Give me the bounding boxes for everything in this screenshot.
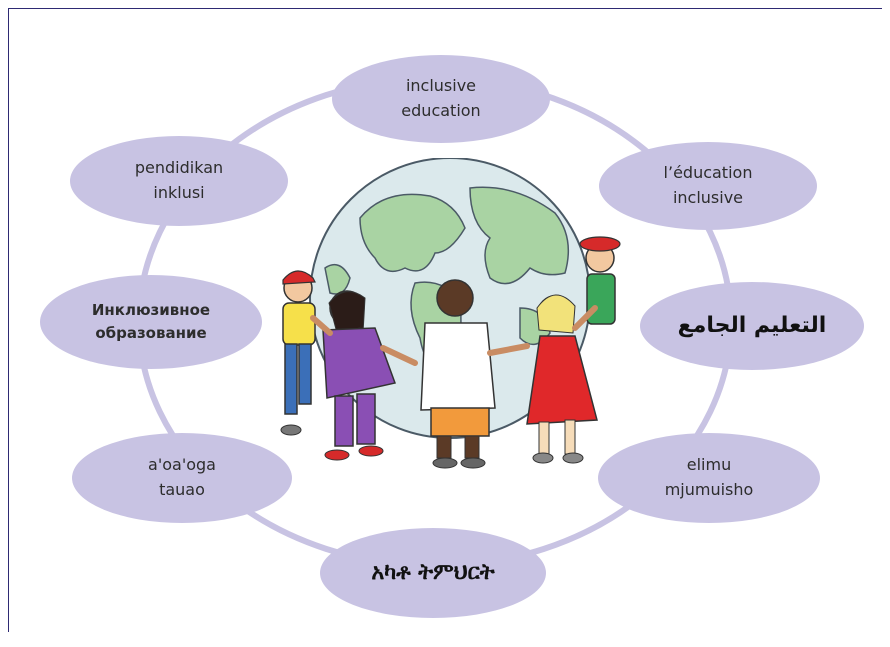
term-english: inclusive education xyxy=(332,55,550,143)
child-red-hat xyxy=(579,236,621,325)
term-french: l’éducation inclusive xyxy=(599,142,817,230)
child-yellow-shirt xyxy=(280,270,316,436)
term-russian: Инклюзивное образование xyxy=(40,275,262,369)
child-red-dress xyxy=(526,294,598,464)
term-samoan: a'oa'oga tauao xyxy=(72,433,292,523)
globe-children-illustration xyxy=(280,158,621,469)
figure-frame xyxy=(8,8,882,632)
term-arabic: التعليم الجامع xyxy=(640,282,864,370)
term-amharic: አካቶ ትምህርት xyxy=(320,528,546,618)
child-purple-outfit xyxy=(322,290,396,461)
term-indonesian: pendidikan inklusi xyxy=(70,136,288,226)
term-swahili: elimu mjumuisho xyxy=(598,433,820,523)
child-white-shirt xyxy=(420,279,496,469)
